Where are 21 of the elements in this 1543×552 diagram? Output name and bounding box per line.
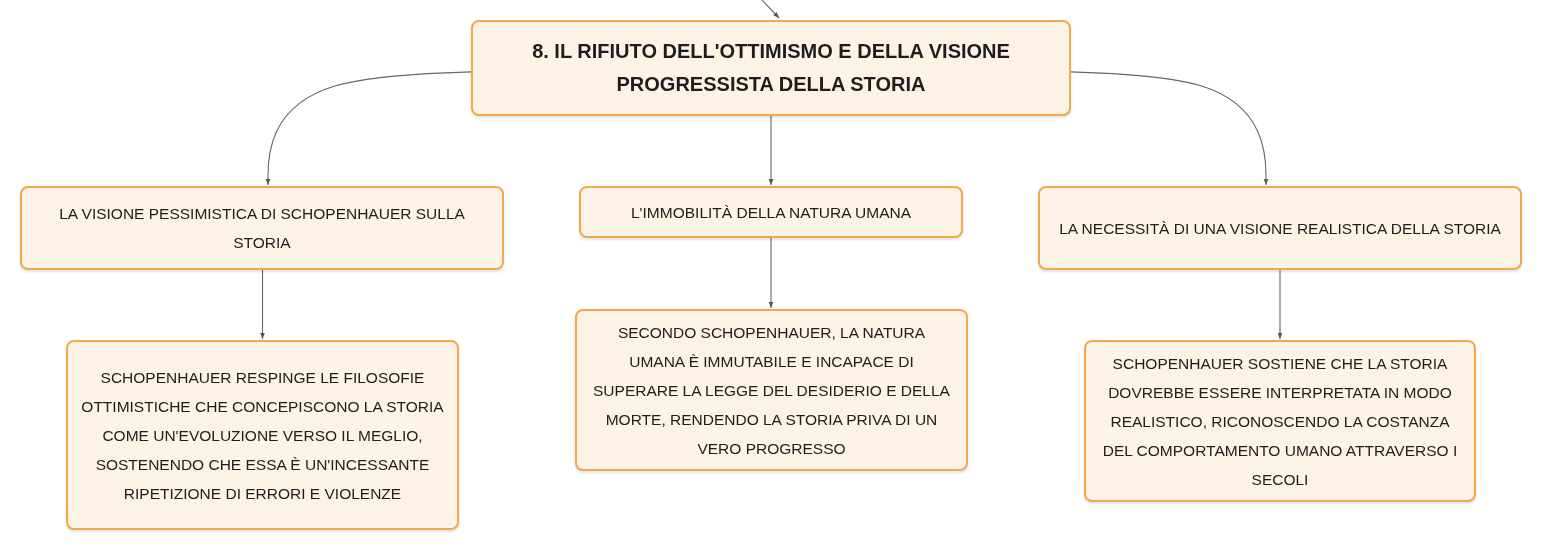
topic-text: SCHOPENHAUER SOSTIENE CHE LA STORIA DOVREBBE ESSERE INTERPRETATA IN MODO REALISTICO, RICONOSCENDO LA COSTANZA DEL COMPORTAMENTO UMANO ATTRAVERSO I SECOLI [1101,353,1459,490]
topic-text: LA VISIONE PESSIMISTICA DI SCHOPENHAUER SULLA STORIA [58,204,466,253]
connector-arrow [260,269,265,340]
connector-arrow [1277,269,1283,340]
topic-text: L'IMMOBILITÀ DELLA NATURA UMANA [631,202,911,223]
connector-arrow [265,71,472,186]
connector-arrow [768,237,774,309]
connector-arrow [1070,71,1269,186]
topic-box [1084,340,1476,502]
connector-arrow [768,115,774,186]
topic-text: SECONDO SCHOPENHAUER, LA NATURA UMANA È IMMUTABILE E INCAPACE DI SUPERARE LA LEGGE DEL DESIDERIO E DELLA MORTE, RENDENDO LA STORIA PRIVA DI UN VERO PROGRESSO [592,322,951,459]
main-topic-box [471,20,1071,116]
topic-box [579,186,963,238]
topic-text: SCHOPENHAUER RESPINGE LE FILOSOFIE OTTIMISTICHE CHE CONCEPISCONO LA STORIA COME UN'EVOLUZIONE VERSO IL MEGLIO, SOSTENENDO CHE ESSA È UN'INCESSANTE RIPETIZIONE DI ERRORI E VIOLENZE [80,367,445,504]
topic-box [20,186,504,270]
topic-box [66,340,459,530]
topic-text: LA NECESSITÀ DI UNA VISIONE REALISTICA DELLA STORIA [1059,218,1501,239]
connector-arrow [761,0,780,19]
topic-box [575,309,968,471]
topic-box [1038,186,1522,270]
topic-text: 8. IL RIFIUTO DELL'OTTIMISMO E DELLA VISIONE PROGRESSISTA DELLA STORIA [531,39,1011,97]
